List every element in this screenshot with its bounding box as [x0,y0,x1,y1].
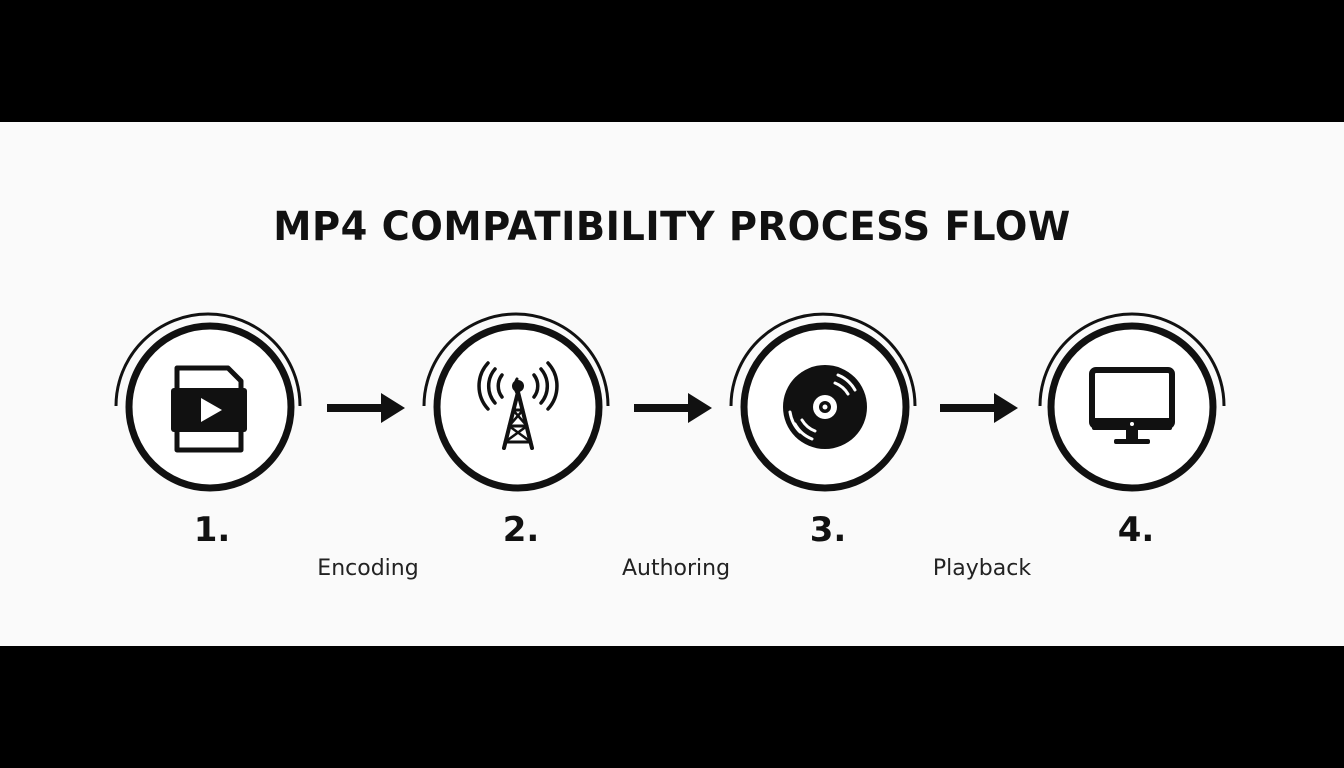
diagram-title: MP4 COMPATIBILITY PROCESS FLOW [273,204,1071,250]
step-2-number: 2. [502,510,540,550]
connector-arrow-1 [327,393,405,423]
video-file-icon [171,365,247,453]
step-4-number: 4. [1117,510,1155,550]
step-2-node [422,312,610,492]
connector-arrow-3 [940,393,1018,423]
step-1-number: 1. [193,510,231,550]
connector-label-3: Playback [932,556,1032,581]
disc-icon [783,365,867,449]
broadcast-tower-icon [477,361,559,450]
step-1-node [114,312,302,492]
connector-label-2: Authoring [621,556,731,581]
step-4-node [1038,312,1226,492]
monitor-icon [1089,367,1175,444]
diagram-panel: MP4 COMPATIBILITY PROCESS FLOW [0,122,1344,646]
connector-arrow-2 [634,393,712,423]
step-3-number: 3. [809,510,847,550]
process-flow-diagram [114,312,1226,492]
connector-label-1: Encoding [317,556,419,581]
step-3-node [729,312,917,492]
